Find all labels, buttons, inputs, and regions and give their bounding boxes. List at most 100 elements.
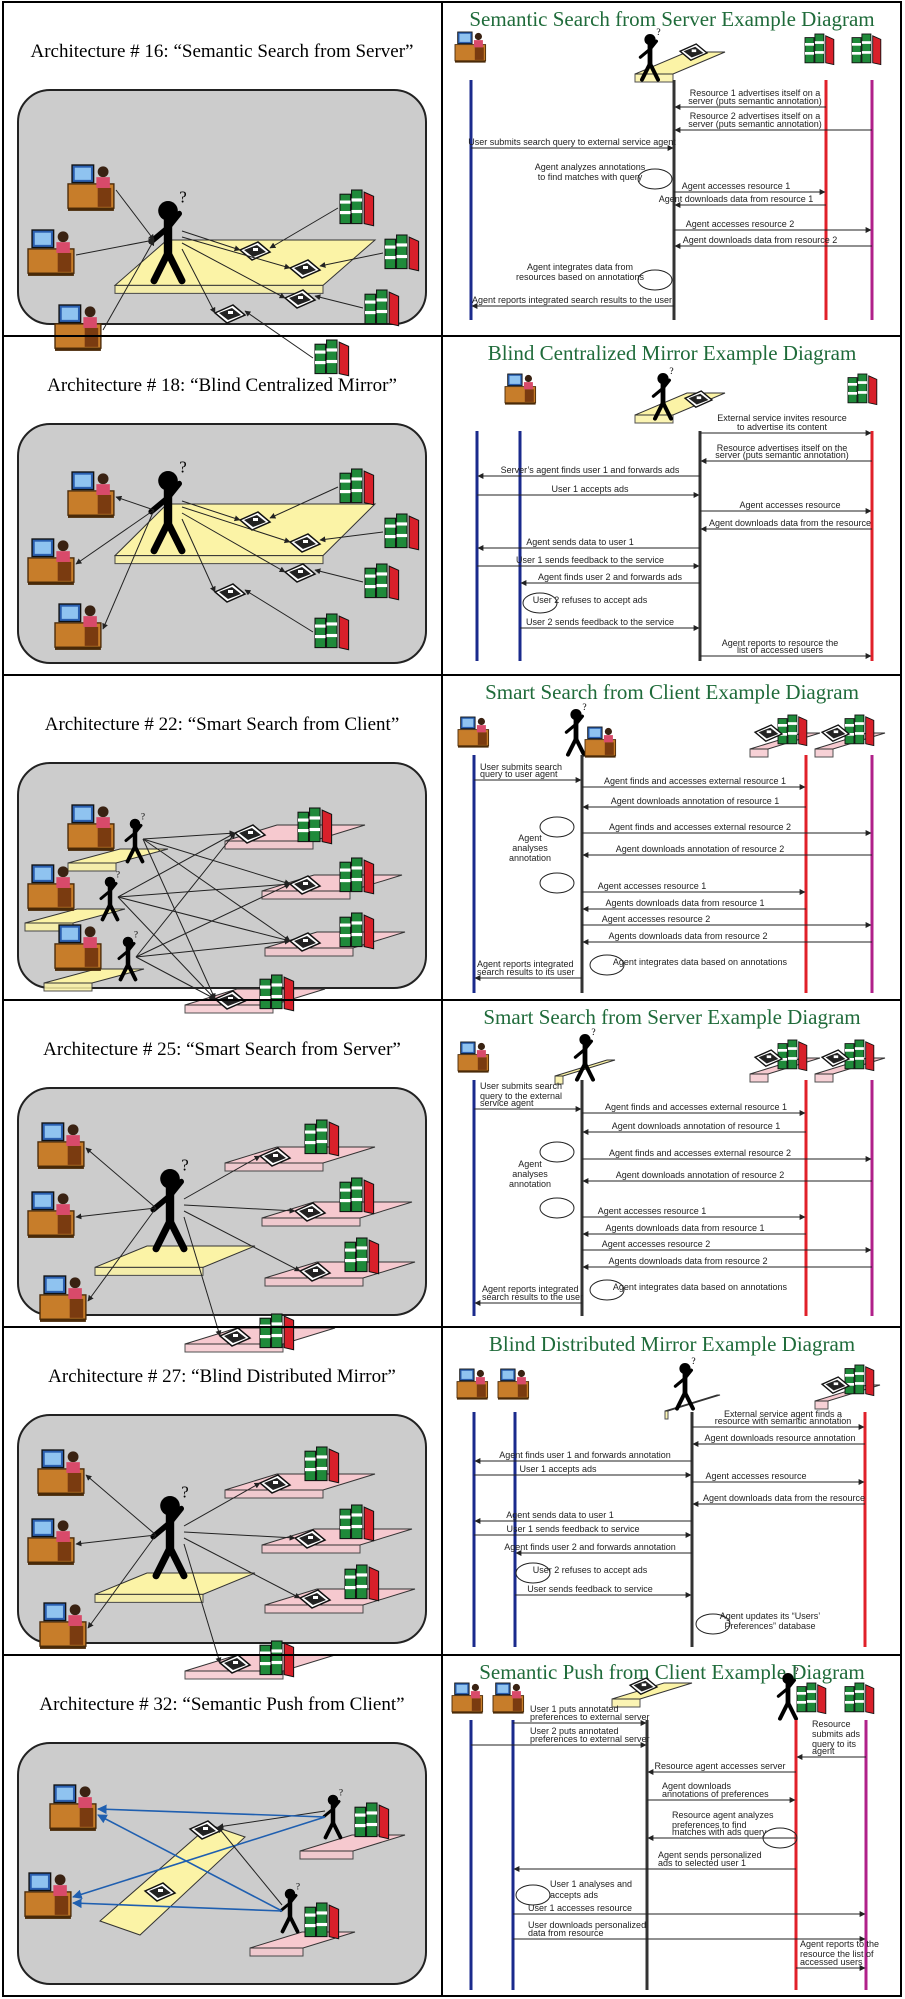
resource-icon-2 [339,857,375,895]
resource-plate-4-edge [184,1343,284,1353]
message-label: server (puts semantic annotation) [688,96,822,106]
message-label: User downloads personalized [528,1920,646,1930]
architecture-title: Architecture # 27: “Blind Distributed Mi… [48,1366,396,1387]
lifeline-plate-2-edge [814,1400,829,1410]
message-label: User submits search [480,1081,562,1091]
message-label: Agent finds and accesses external resour… [609,822,791,832]
self-loop-1 [515,1884,551,1906]
message-label: Agent integrates data based on annotatio… [613,1282,788,1292]
message-label: submits ads [812,1729,861,1739]
server-plate-edge [114,284,324,294]
message-label: annotations of preferences [662,1789,769,1799]
message-label: Agent reports integrated search results … [472,295,672,305]
message-label: Resource agent accesses server [654,1761,785,1771]
resource-icon-4 [259,1640,295,1678]
resource-plate-2-edge [249,1947,304,1957]
lifeline-plate-1-edge [664,1410,669,1420]
arrow-agent-to-user-2 [75,1207,157,1220]
lifeline-plate-2-edge [814,748,834,758]
user-icon-2 [27,864,75,912]
architecture-frame [17,1742,427,1985]
message-label: Agent reports to the [800,1939,879,1949]
resource-icon-2 [384,234,420,272]
message-label: accessed users [800,1957,863,1967]
arrow-agent-to-device-2 [183,1531,296,1541]
arrow-agent-to-user-2 [75,1534,157,1547]
user-icon-2 [27,1518,75,1566]
arrow-user-to-agent-2 [75,238,155,256]
architecture-drawing [27,1119,416,1353]
resource-icon-2 [339,1504,375,1542]
message-label: Agent downloads resource annotation [704,1433,855,1443]
message-label: Agents downloads data from resource 1 [605,898,764,908]
arrow-agent2-to-device-1 [117,832,236,898]
message-label: Agent analyzes annotations [535,162,646,172]
message-label: preferences to external server [530,1712,650,1722]
message-label: Resource advertises itself on the [717,443,848,453]
sequence-title: Smart Search from Server Example Diagram [483,1005,860,1029]
server-plate-edge [94,1266,204,1276]
message-label: Agent finds user 1 and forwards annotati… [499,1450,671,1460]
self-loop-1 [539,816,575,838]
message-label: matches with ads query [672,1827,767,1837]
arrow-agent3-to-device-1 [135,832,236,958]
lifeline-plate-1-edge [749,748,769,758]
self-loop-3 [589,954,625,976]
message-label: analyses [512,1169,548,1179]
message-label: External service invites resource [717,413,847,423]
user-lifeline-icon-1 [456,1368,489,1401]
arrow-agent-to-device-2 [181,236,291,270]
user-plate-1-edge [67,862,117,872]
self-loop-1 [515,1562,551,1584]
resource-plate-3-edge [264,947,354,957]
books-lifeline-icon-6 [844,1682,875,1715]
arrow-resource-to-device-3 [314,568,364,583]
message-label: User 1 sends feedback to service [506,1524,639,1534]
message-label: query to the external [480,1091,562,1101]
books-lifeline-icon-4 [804,33,835,66]
message-label: resources based on annotations [516,272,645,282]
arrow-push-2-to-user-2 [72,1898,283,1912]
architecture-drawing [27,1446,416,1680]
message-label: User 1 accesses resource [528,1903,632,1913]
architecture-row-6: Architecture # 32: “Semantic Push from C… [3,1654,901,1990]
message-label: Agent sends personalized [658,1850,762,1860]
arrow-agent1-to-device-1 [142,830,236,840]
message-label: annotation [509,1179,551,1189]
message-label: server (puts semantic annotation) [715,450,849,460]
message-label: Agent accesses resource 1 [598,881,707,891]
message-label: Agent reports to resource the [722,638,839,648]
message-label: Resource agent analyzes [672,1810,774,1820]
user-lifeline-icon-3 [584,726,617,759]
message-label: Agent finds and accesses external resour… [604,776,786,786]
message-label: data from resource [528,1928,604,1938]
arrow-agent3-to-device-2 [135,883,291,958]
sequence-title: Semantic Search from Server Example Diag… [469,7,874,31]
architecture-drawing [27,457,420,651]
arrow-agent2-to-server [217,1826,283,1906]
message-label: search results to the user [482,1292,583,1302]
user-icon-1 [67,471,115,519]
message-label: preferences to external server [530,1734,650,1744]
self-loop-3 [589,1279,625,1301]
message-label: User 1 analyses and [550,1879,632,1889]
arrow-agent-to-device-1 [183,1482,261,1527]
message-label: agent [812,1746,835,1756]
arrow-agent-to-device-2 [181,506,291,544]
message-label: User 1 accepts ads [519,1464,597,1474]
arrow-push-1-to-user-1 [97,1804,326,1818]
arrow-resource-to-device-1 [269,207,339,249]
self-loop-1 [539,1141,575,1163]
message-label: Agent accesses resource 2 [686,219,795,229]
resource-plate-2-edge [261,1217,361,1227]
message-label: Agent downloads annotation of resource 1 [611,796,780,806]
self-loop-2 [539,1197,575,1219]
self-loop-2 [637,269,673,291]
message-label: Agent finds and accesses external resour… [609,1148,791,1158]
arrow-agent-to-user-1 [85,1474,157,1536]
arrow-agent-to-device-1 [181,500,241,522]
resource-icon-4 [314,613,350,651]
resource-icon-2 [339,1177,375,1215]
